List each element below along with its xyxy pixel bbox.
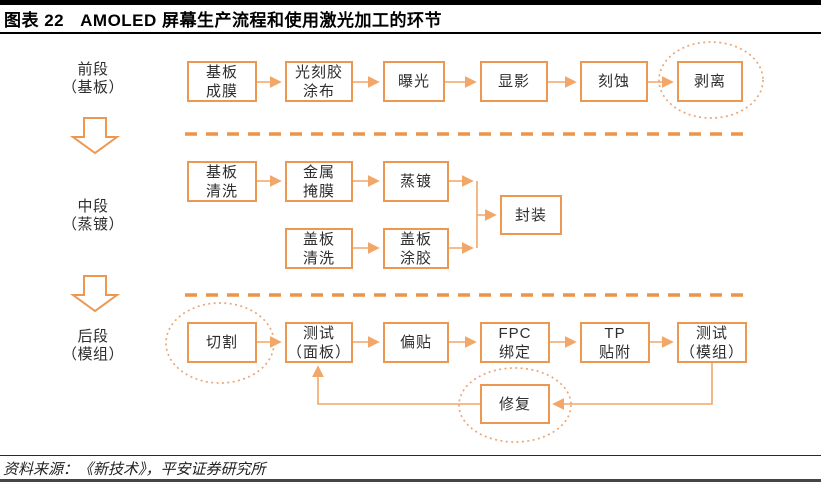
node-cover-gluing: 盖板 涂胶 [383, 228, 449, 269]
node-cutting: 切割 [187, 322, 257, 363]
front-to-middle-arrow-icon [69, 117, 121, 155]
footer-divider [0, 455, 821, 456]
stage-label-back: 后段 （模组） [61, 328, 124, 363]
node-tp-attach: TP 贴附 [580, 322, 650, 363]
node-substrate-film: 基板 成膜 [187, 61, 257, 102]
stage-label-middle: 中段 （蒸镀） [61, 198, 124, 233]
figure-number: 图表 22 [4, 11, 65, 30]
module-test-to-repair-line [552, 363, 713, 410]
stage-transition-arrows [69, 117, 121, 313]
flowchart-canvas: 前段 （基板） 中段 （蒸镀） 后段 （模组） 基板 成膜 光刻胶 涂布 曝光 … [0, 36, 821, 450]
figure-title: AMOLED 屏幕生产流程和使用激光加工的环节 [80, 11, 443, 30]
node-module-test: 测试 （模组） [677, 322, 747, 363]
flow-connectors [69, 41, 764, 443]
node-exposure: 曝光 [383, 61, 445, 102]
lift-off-ellipse [658, 41, 764, 119]
source-note: 资料来源：《新技术》，平安证券研究所 [3, 462, 266, 478]
flow-arrows [257, 76, 713, 410]
bottom-border [0, 479, 821, 482]
node-cover-cleaning: 盖板 清洗 [285, 228, 353, 269]
node-metal-mask: 金属 掩膜 [285, 161, 353, 202]
node-lamination: 偏贴 [383, 322, 449, 363]
stage-label-front: 前段 （基板） [61, 61, 124, 96]
node-fpc-bonding: FPC 绑定 [480, 322, 550, 363]
stage-separator-dashed-lines [185, 132, 748, 297]
laser-step-highlight-ellipses [165, 41, 764, 443]
middle-to-back-arrow-icon [69, 275, 121, 313]
node-evaporation: 蒸镀 [383, 161, 449, 202]
repair-to-panel-test-line [312, 365, 480, 405]
figure-title-bar: 图表 22 AMOLED 屏幕生产流程和使用激光加工的环节 [0, 0, 821, 34]
node-repair: 修复 [480, 384, 550, 424]
node-photoresist-coating: 光刻胶 涂布 [285, 61, 353, 102]
node-encapsulation: 封装 [500, 195, 562, 235]
node-substrate-cleaning: 基板 清洗 [187, 161, 257, 202]
node-lift-off: 剥离 [677, 61, 743, 102]
node-panel-test: 测试 （面板） [285, 322, 353, 363]
node-etching: 刻蚀 [580, 61, 648, 102]
node-development: 显影 [480, 61, 548, 102]
repair-ellipse [458, 367, 572, 443]
